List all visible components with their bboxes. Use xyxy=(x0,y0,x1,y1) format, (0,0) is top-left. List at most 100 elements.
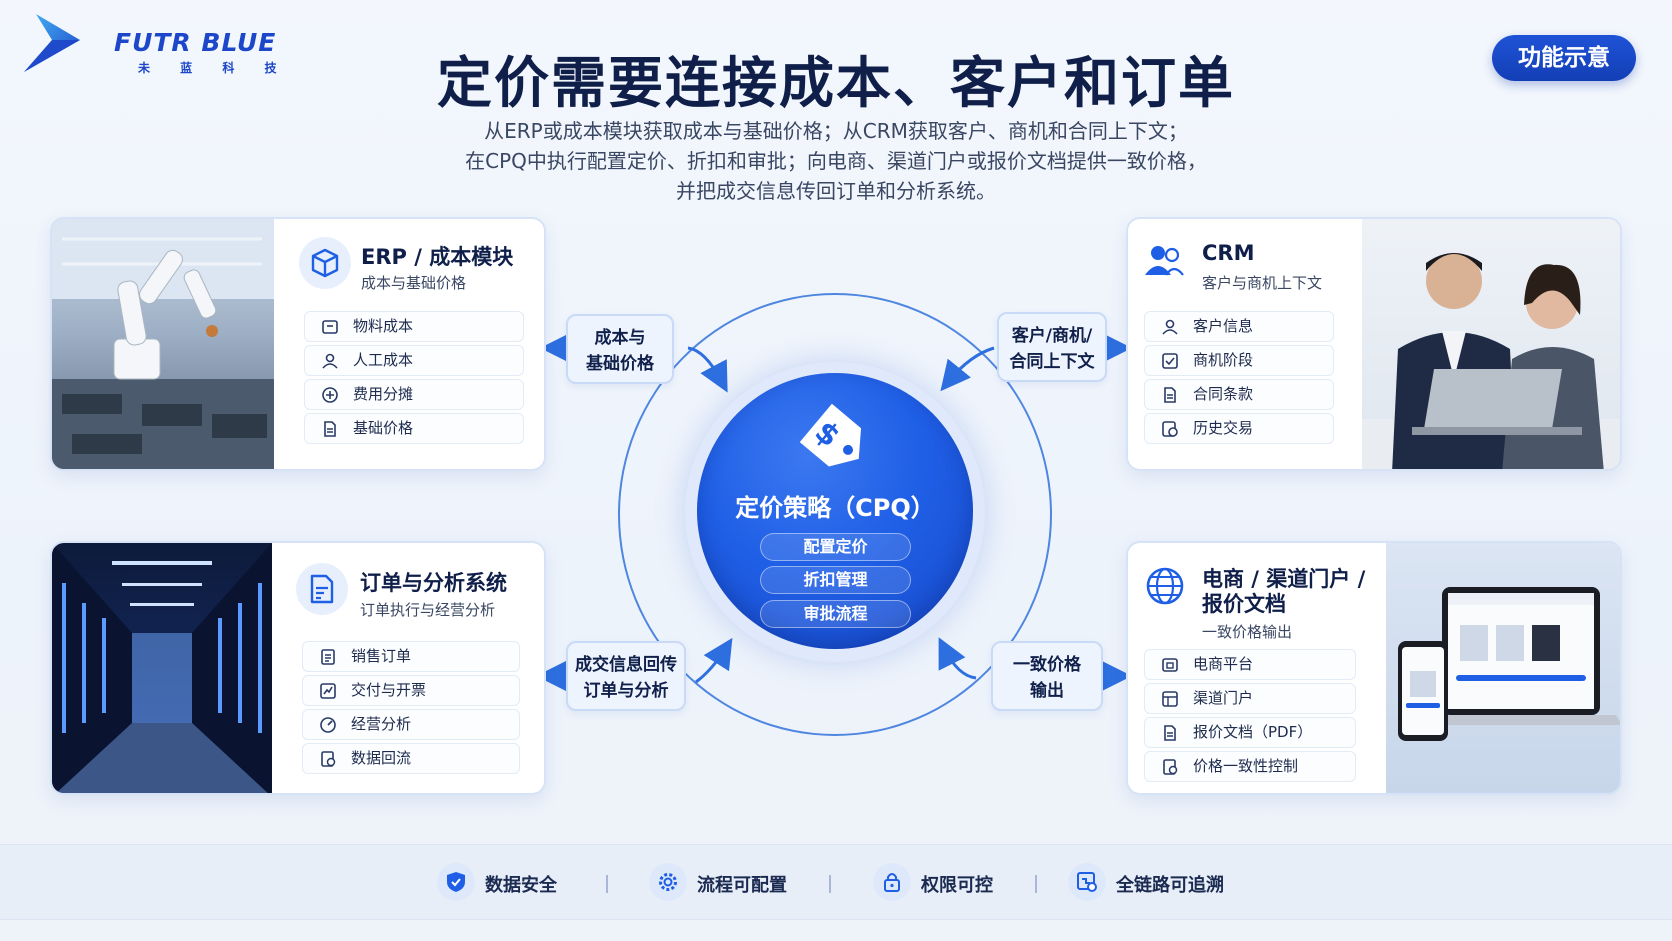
list-item-customer-info[interactable]: 客户信息 xyxy=(1144,311,1334,342)
list-item-contract-terms[interactable]: 合同条款 xyxy=(1144,379,1334,410)
list-item-material-cost[interactable]: 物料成本 xyxy=(304,311,524,342)
item-label: 交付与开票 xyxy=(351,681,427,699)
document-icon xyxy=(324,421,336,437)
shield-icon-badge xyxy=(437,863,475,901)
trace-icon-badge xyxy=(1068,863,1106,901)
footer-separator xyxy=(606,875,608,893)
card-subtitle: 成本与基础价格 xyxy=(361,274,467,292)
crm-item-list: 客户信息 商机阶段 合同条款 历史交易 xyxy=(1144,311,1334,447)
company-logo: FUTR BLUE 未 蓝 科 技 xyxy=(22,12,322,84)
card-subtitle: 订单执行与经营分析 xyxy=(360,601,496,619)
card-erp[interactable]: ERP / 成本模块 成本与基础价格 物料成本 人工成本 费用分摊 基础价格 xyxy=(50,217,546,471)
gauge-icon xyxy=(320,717,336,733)
flow-label-line: 输出 xyxy=(1030,681,1064,701)
arrow-cpq-to-orders xyxy=(695,637,733,684)
gear-icon-badge xyxy=(649,863,687,901)
arrow-cpq-to-ecommerce xyxy=(938,637,977,680)
footer-separator xyxy=(1035,875,1037,893)
history-icon xyxy=(1162,421,1178,437)
cube-icon-badge xyxy=(299,237,351,289)
flow-label-line: 客户/商机/ xyxy=(1011,326,1093,346)
item-label: 电商平台 xyxy=(1193,655,1254,673)
subtitle-line: 在CPQ中执行配置定价、折扣和审批；向电商、渠道门户或报价文档提供一致价格， xyxy=(465,149,1207,173)
item-label: 经营分析 xyxy=(351,715,412,733)
list-item-data-feedback[interactable]: 数据回流 xyxy=(302,743,520,774)
item-label: 合同条款 xyxy=(1193,385,1254,403)
shield-check-icon xyxy=(1163,759,1178,775)
list-item-opportunity-stage[interactable]: 商机阶段 xyxy=(1144,345,1334,376)
globe-icon-badge xyxy=(1140,561,1192,613)
page-subtitle: 从ERP或成本模块获取成本与基础价格；从CRM获取客户、商机和合同上下文； 在C… xyxy=(0,116,1672,206)
item-label: 费用分摊 xyxy=(353,385,414,403)
flow-label-line: 订单与分析 xyxy=(583,681,669,701)
flow-label-line: 成本与 xyxy=(594,328,646,348)
logo-subtitle: 未 蓝 科 技 xyxy=(138,61,290,75)
logo-wordmark: FUTR BLUE xyxy=(114,28,277,57)
card-title: 订单与分析系统 xyxy=(360,571,507,595)
pill-discount-management[interactable]: 折扣管理 xyxy=(760,566,911,594)
page-title: 定价需要连接成本、客户和订单 xyxy=(436,51,1235,115)
item-label: 物料成本 xyxy=(353,317,414,335)
card-ecommerce[interactable]: 电商 / 渠道门户 / 报价文档 一致价格输出 电商平台 渠道门户 报价文档（P… xyxy=(1126,541,1622,795)
portal-icon xyxy=(1162,691,1178,707)
feature-label: 数据安全 xyxy=(485,875,557,896)
globe-icon xyxy=(1146,567,1184,605)
list-item-delivery-invoice[interactable]: 交付与开票 xyxy=(302,675,520,706)
subtitle-line: 从ERP或成本模块获取成本与基础价格；从CRM获取客户、商机和合同上下文； xyxy=(484,119,1188,143)
flow-label-line: 基础价格 xyxy=(586,354,654,374)
flow-customer-context: 客户/商机/ 合同上下文 xyxy=(997,312,1107,382)
list-item-ecommerce-platform[interactable]: 电商平台 xyxy=(1144,649,1356,680)
box-icon xyxy=(322,320,338,334)
item-label: 历史交易 xyxy=(1193,419,1254,437)
flow-deal-feedback: 成交信息回传 订单与分析 xyxy=(566,641,686,711)
card-crm[interactable]: CRM 客户与商机上下文 客户信息 商机阶段 合同条款 历史交易 xyxy=(1126,217,1622,471)
store-icon xyxy=(1162,658,1178,672)
footer-separator xyxy=(829,875,831,893)
item-label: 人工成本 xyxy=(353,351,414,369)
lock-icon-badge xyxy=(873,863,911,901)
flow-label-line: 一致价格 xyxy=(1013,655,1081,675)
list-item-labor-cost[interactable]: 人工成本 xyxy=(304,345,524,376)
flow-label-line: 合同上下文 xyxy=(1009,352,1095,372)
list-item-history-deals[interactable]: 历史交易 xyxy=(1144,413,1334,444)
person-icon xyxy=(1162,319,1178,335)
item-label: 渠道门户 xyxy=(1193,689,1254,707)
list-item-base-price[interactable]: 基础价格 xyxy=(304,413,524,444)
flow-ring xyxy=(618,293,1052,736)
list-item-sales-order[interactable]: 销售订单 xyxy=(302,641,520,672)
datacenter-photo xyxy=(52,543,272,793)
feature-label: 权限可控 xyxy=(921,875,993,896)
erp-item-list: 物料成本 人工成本 费用分摊 基础价格 xyxy=(304,311,524,447)
receipt-icon xyxy=(321,649,335,665)
feature-label: 流程可配置 xyxy=(697,875,787,896)
list-item-quote-pdf[interactable]: 报价文档（PDF） xyxy=(1144,717,1356,748)
shield-icon xyxy=(447,872,465,892)
item-label: 商机阶段 xyxy=(1193,351,1254,369)
arrow-erp-to-cpq xyxy=(687,346,728,393)
pill-config-pricing[interactable]: 配置定价 xyxy=(760,533,911,561)
orders-item-list: 销售订单 交付与开票 经营分析 数据回流 xyxy=(302,641,520,777)
server-rack-illustration xyxy=(52,543,272,793)
item-label: 报价文档（PDF） xyxy=(1193,723,1313,741)
price-tag-icon: $ xyxy=(799,403,862,467)
item-label: 销售订单 xyxy=(351,647,412,665)
flow-cost-base-price: 成本与 基础价格 xyxy=(566,314,674,384)
list-item-channel-portal[interactable]: 渠道门户 xyxy=(1144,683,1356,714)
devices-photo xyxy=(1386,543,1620,793)
cpq-title: 定价策略（CPQ） xyxy=(735,494,935,522)
card-title-line: 报价文档 xyxy=(1202,592,1286,616)
plus-circle-icon xyxy=(322,387,338,403)
pill-approval-flow[interactable]: 审批流程 xyxy=(760,600,911,628)
list-item-business-analysis[interactable]: 经营分析 xyxy=(302,709,520,740)
factory-robot-photo xyxy=(52,219,274,469)
robot-arm-illustration xyxy=(52,219,274,469)
report-icon xyxy=(310,574,334,604)
refresh-document-icon xyxy=(321,751,336,767)
card-orders[interactable]: 订单与分析系统 订单执行与经营分析 销售订单 交付与开票 经营分析 数据回流 xyxy=(50,541,546,795)
person-icon xyxy=(322,353,338,369)
item-label: 价格一致性控制 xyxy=(1193,757,1299,775)
gear-icon xyxy=(659,873,677,891)
list-item-price-consistency[interactable]: 价格一致性控制 xyxy=(1144,751,1356,782)
list-item-cost-allocation[interactable]: 费用分摊 xyxy=(304,379,524,410)
